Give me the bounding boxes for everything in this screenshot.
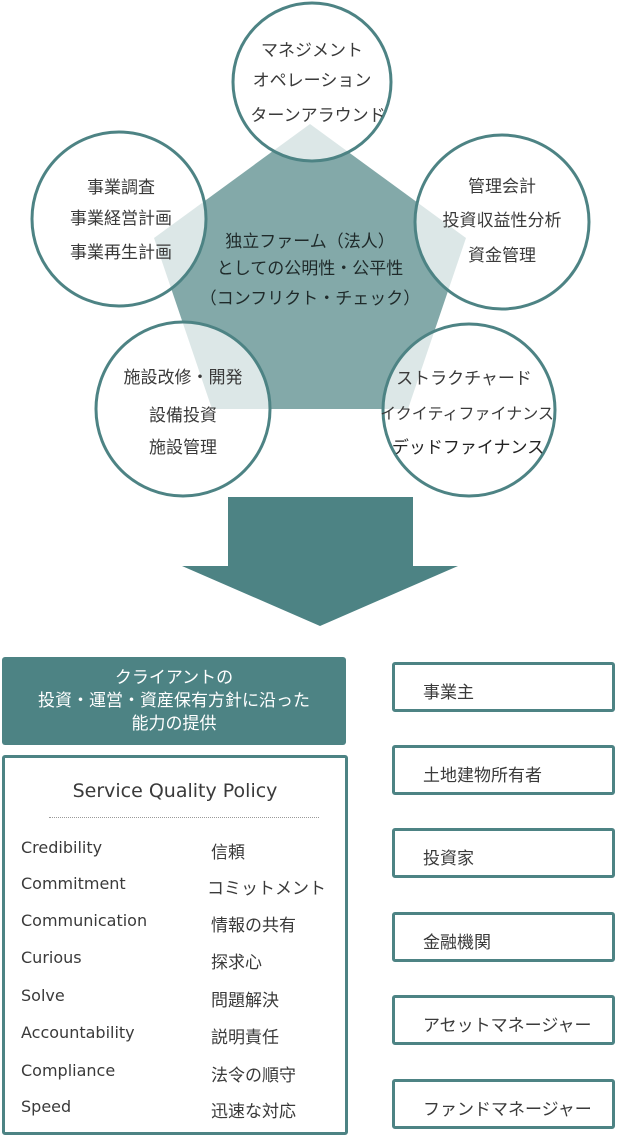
policy-row: Accountability 説明責任 bbox=[21, 1023, 337, 1048]
stakeholder-label: ファンドマネージャー bbox=[423, 1100, 592, 1120]
circle-business-planning bbox=[30, 130, 208, 308]
down-arrow-icon bbox=[182, 497, 458, 626]
client-box-line: 能力の提供 bbox=[131, 713, 217, 734]
policy-term-en: Curious bbox=[21, 948, 82, 967]
policy-term-en: Accountability bbox=[21, 1023, 135, 1042]
center-line: （コンフリクト・チェック） bbox=[200, 289, 421, 309]
policy-term-en: Credibility bbox=[21, 838, 103, 857]
policy-term-jp: 問題解決 bbox=[211, 991, 279, 1011]
circle-label: マネジメント bbox=[261, 41, 363, 61]
policy-row: Commitment コミットメント bbox=[21, 874, 337, 899]
policy-term-jp: 信頼 bbox=[211, 843, 245, 863]
circle-label: ターンアラウンド bbox=[250, 106, 385, 126]
stakeholder-label: 事業主 bbox=[423, 683, 474, 703]
services-diagram: 独立ファーム（法人） としての公明性・公平性 （コンフリクト・チェック） マネジ… bbox=[30, 1, 591, 626]
policy-row: Compliance 法令の順守 bbox=[21, 1061, 337, 1086]
circle-label: 設備投資 bbox=[149, 406, 217, 426]
stakeholder-label: 投資家 bbox=[423, 849, 474, 869]
stakeholder-box: 土地建物所有者 bbox=[392, 745, 615, 795]
client-capability-box: クライアントの 投資・運営・資産保有方針に沿った 能力の提供 bbox=[2, 657, 346, 745]
circle-accounting bbox=[413, 133, 591, 311]
policy-term-jp: 情報の共有 bbox=[211, 916, 296, 936]
stakeholder-label: アセットマネージャー bbox=[423, 1016, 592, 1036]
policy-term-jp: 説明責任 bbox=[211, 1028, 279, 1048]
circle-label: ストラクチャード bbox=[396, 369, 532, 389]
circle-label: 施設改修・開発 bbox=[124, 368, 243, 388]
policy-title: Service Quality Policy bbox=[72, 780, 278, 802]
circle-label: オペレーション bbox=[253, 71, 372, 91]
center-line: としての公明性・公平性 bbox=[217, 259, 404, 279]
circle-label: 事業再生計画 bbox=[70, 243, 172, 263]
policy-term-jp: コミットメント bbox=[207, 879, 326, 899]
circle-label: 投資収益性分析 bbox=[443, 211, 562, 231]
stakeholder-box: 金融機関 bbox=[392, 912, 615, 962]
circle-finance bbox=[381, 322, 557, 498]
policy-term-en: Solve bbox=[21, 986, 65, 1005]
policy-term-en: Communication bbox=[21, 911, 148, 930]
policy-term-jp: 迅速な対応 bbox=[211, 1102, 296, 1122]
policy-term-jp: 法令の順守 bbox=[211, 1066, 296, 1086]
client-box-line: 投資・運営・資産保有方針に沿った bbox=[38, 690, 310, 711]
policy-row: Communication 情報の共有 bbox=[21, 911, 337, 936]
circle-management bbox=[231, 1, 393, 163]
service-quality-policy-box: Service Quality Policy Credibility 信頼 Co… bbox=[2, 755, 348, 1135]
stakeholder-box: アセットマネージャー bbox=[392, 995, 615, 1045]
policy-row: Curious 探求心 bbox=[21, 948, 337, 973]
circle-label: 管理会計 bbox=[468, 177, 536, 197]
policy-term-en: Commitment bbox=[21, 874, 126, 893]
client-box-line: クライアントの bbox=[114, 667, 234, 688]
policy-row: Solve 問題解決 bbox=[21, 986, 337, 1011]
circle-label: 事業調査 bbox=[87, 178, 155, 198]
policy-divider bbox=[49, 817, 319, 818]
policy-term-en: Speed bbox=[21, 1097, 72, 1116]
stakeholder-box: 事業主 bbox=[392, 662, 615, 712]
circle-label: 資金管理 bbox=[468, 246, 536, 266]
policy-term-en: Compliance bbox=[21, 1061, 116, 1080]
circle-label: イクイティファイナンス bbox=[380, 404, 554, 423]
circle-label: 事業経営計画 bbox=[70, 209, 172, 229]
circle-label: 施設管理 bbox=[149, 438, 217, 458]
policy-row: Speed 迅速な対応 bbox=[21, 1097, 337, 1122]
circle-label: デッドファイナンス bbox=[392, 437, 544, 458]
stakeholder-box: ファンドマネージャー bbox=[392, 1079, 615, 1129]
stakeholder-box: 投資家 bbox=[392, 828, 615, 878]
circle-facilities bbox=[94, 320, 272, 498]
center-line: 独立ファーム（法人） bbox=[225, 232, 395, 252]
stakeholder-label: 土地建物所有者 bbox=[423, 766, 542, 786]
policy-row: Credibility 信頼 bbox=[21, 838, 337, 863]
stakeholder-label: 金融機関 bbox=[423, 933, 491, 953]
policy-term-jp: 探求心 bbox=[211, 953, 262, 973]
